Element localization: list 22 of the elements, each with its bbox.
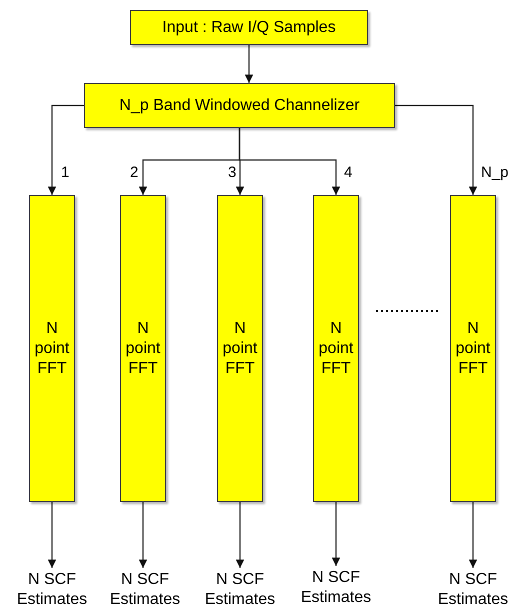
- edge-label: 4: [343, 165, 354, 180]
- output-label: N SCF Estimates: [423, 568, 523, 612]
- arrow: [138, 502, 148, 568]
- arrow: [468, 502, 478, 568]
- edge-label: N_p: [480, 165, 510, 180]
- process-box: N point FFT: [450, 195, 496, 502]
- edge-label: 3: [227, 165, 238, 180]
- process-box: N point FFT: [120, 195, 166, 502]
- arrow: [332, 502, 340, 566]
- arrow: [48, 104, 84, 195]
- edge-label: 1: [60, 165, 70, 180]
- arrow: [244, 45, 254, 83]
- process-box: N point FFT: [313, 195, 359, 502]
- arrow: [238, 128, 340, 195]
- arrow: [395, 104, 478, 195]
- arrow: [236, 502, 244, 568]
- edge-label: 2: [129, 165, 140, 180]
- process-box: N_p Band Windowed Channelizer: [84, 83, 395, 128]
- process-box: N point FFT: [217, 195, 263, 502]
- arrow: [48, 502, 56, 568]
- process-box: Input : Raw I/Q Samples: [130, 10, 368, 45]
- process-box: N point FFT: [29, 195, 75, 502]
